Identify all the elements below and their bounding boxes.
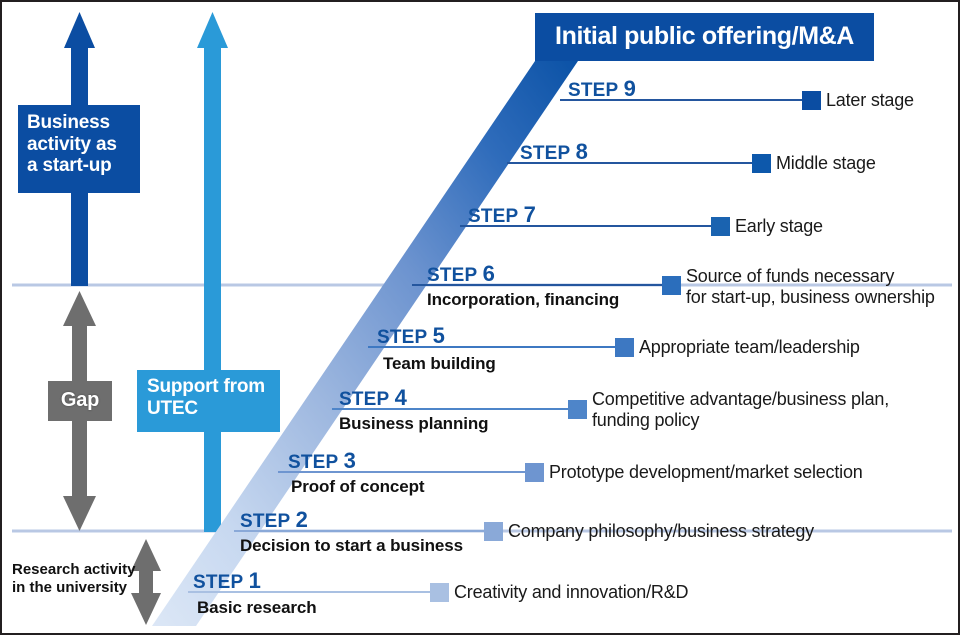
growth-diagonal-band	[152, 61, 578, 626]
step-6-marker	[662, 276, 681, 295]
step-5-marker	[615, 338, 634, 357]
step-9-description: Later stage	[826, 90, 914, 110]
step-9-number: 9	[623, 76, 637, 101]
step-1-sub: Basic research	[197, 598, 317, 617]
step-3-number: 3	[343, 448, 357, 473]
label-box-gap: Gap	[48, 381, 112, 421]
step-7-number: 7	[523, 202, 537, 227]
step-3-sub: Proof of concept	[291, 477, 425, 496]
step-6-description: Source of funds necessary for start-up, …	[686, 266, 935, 308]
step-1-description: Creativity and innovation/R&D	[454, 582, 689, 602]
step-8-description: Middle stage	[776, 153, 876, 173]
step-8-marker	[752, 154, 771, 173]
step-9-marker	[802, 91, 821, 110]
step-3-marker	[525, 463, 544, 482]
step-4-label: STEP 4	[339, 385, 407, 411]
step-4-sub: Business planning	[339, 414, 489, 433]
step-2-number: 2	[295, 507, 309, 532]
step-6-sub: Incorporation, financing	[427, 290, 620, 309]
step-7-description: Early stage	[735, 216, 823, 236]
step-5-label: STEP 5	[377, 323, 445, 349]
step-9-word: STEP	[568, 80, 619, 101]
step-6-number: 6	[482, 261, 496, 286]
step-4-marker	[568, 400, 587, 419]
step-4-description: Competitive advantage/business plan, fun…	[592, 389, 889, 431]
step-6-word: STEP	[427, 265, 478, 286]
research-activity-arrow	[131, 539, 161, 625]
label-box-utec-support: Support from UTEC	[137, 370, 280, 432]
utec-support-arrow	[197, 12, 228, 532]
step-8-number: 8	[575, 139, 589, 164]
step-5-sub: Team building	[383, 354, 496, 373]
step-connectors	[188, 91, 821, 602]
step-4-number: 4	[394, 385, 408, 410]
step-1-word: STEP	[193, 572, 244, 593]
step-6-label: STEP 6	[427, 261, 495, 287]
step-2-sub: Decision to start a business	[240, 536, 463, 555]
milestone-box-ipo: Initial public offering/M&A	[535, 13, 874, 61]
step-3-label: STEP 3	[288, 448, 356, 474]
step-5-number: 5	[432, 323, 446, 348]
step-8-word: STEP	[520, 143, 571, 164]
step-7-word: STEP	[468, 206, 519, 227]
step-8-label: STEP 8	[520, 139, 588, 165]
step-9-label: STEP 9	[568, 76, 636, 102]
step-2-label: STEP 2	[240, 507, 308, 533]
step-4-word: STEP	[339, 389, 390, 410]
step-5-word: STEP	[377, 327, 428, 348]
step-2-marker	[484, 522, 503, 541]
step-7-marker	[711, 217, 730, 236]
step-3-word: STEP	[288, 452, 339, 473]
step-1-number: 1	[248, 568, 262, 593]
step-7-label: STEP 7	[468, 202, 536, 228]
step-2-description: Company philosophy/business strategy	[508, 521, 814, 541]
step-1-label: STEP 1	[193, 568, 261, 594]
step-3-description: Prototype development/market selection	[549, 462, 863, 482]
label-research-activity: Research activity in the university	[12, 561, 136, 596]
label-box-business-activity: Business activity as a start-up	[18, 105, 140, 193]
step-5-description: Appropriate team/leadership	[639, 337, 860, 357]
step-1-marker	[430, 583, 449, 602]
step-2-word: STEP	[240, 511, 291, 532]
